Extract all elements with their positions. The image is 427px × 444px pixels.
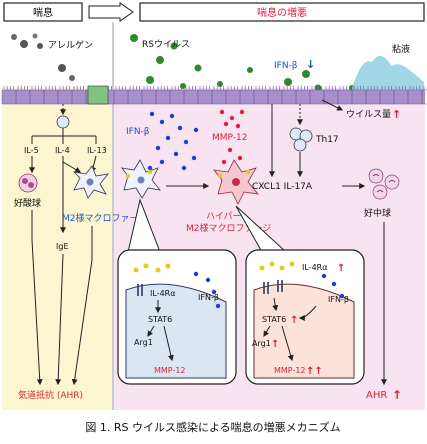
inset-left-ligands [133, 263, 221, 309]
hyper-m2-macrophage-icon [213, 159, 259, 205]
il13-label: IL-13 [87, 146, 107, 155]
mmp12-molecules [219, 109, 245, 165]
hyper-label: ハイパー [206, 211, 242, 222]
inset-right-ifnb: IFN-β [328, 295, 349, 304]
il5-label: IL-5 [24, 146, 39, 155]
mmp12-label: MMP-12 [212, 133, 247, 143]
inset-left-mmp12: MMP-12 [154, 366, 186, 375]
th17-cells-icon [289, 127, 313, 152]
inset-left-receptor-icon [137, 284, 143, 296]
eosinophil-to-ahr-arrow [31, 210, 43, 386]
m2-macrophage-label: M2様マクロファージ [62, 212, 147, 224]
virus-load-label: ウイルス量 [346, 109, 391, 120]
inset-left-ifnb: IFN-β [198, 293, 219, 302]
th2-cell-icon [56, 115, 70, 129]
virus-load-up-arrow: ↑ [392, 108, 401, 121]
rs-virus-label: RSウイルス [142, 39, 190, 50]
inset-left-il4ra: IL-4Rα [150, 289, 175, 298]
header-left-title: 喘息 [33, 6, 53, 19]
inset-left-cell [125, 283, 227, 379]
inset-right-arrow-2 [263, 325, 271, 338]
inset-right-arrow-3 [281, 325, 294, 362]
inset-right-il4ra-up: ↑ [337, 263, 345, 274]
ifn-beta-top-label: IFN-β [274, 61, 298, 71]
neutrophil-label: 好中球 [364, 207, 391, 219]
eosinophil-icon [18, 173, 38, 193]
header-right-title: 喘息の増悪 [257, 6, 307, 19]
header-left-box [3, 2, 83, 22]
macrophage-icon [121, 159, 161, 199]
damaged-epithelial-cell [87, 85, 109, 105]
macrophage-to-ahr-arrow [71, 226, 93, 386]
ige-label: IgE [56, 242, 69, 251]
inset-right-receptor-icons [263, 280, 283, 294]
ifn-beta-molecules [147, 111, 199, 171]
ahr-label: AHR [366, 390, 387, 401]
allergen-label: アレルゲン [48, 39, 93, 51]
epithelium-layer [2, 90, 425, 104]
mucus [352, 55, 424, 90]
ahr-up-arrow: ↑ [392, 388, 402, 402]
inset-right-arg1: Arg1 [252, 339, 271, 348]
ifn-beta-mid-label: IFN-β [126, 127, 150, 137]
inset-right-arg1-up: ↑ [271, 339, 279, 350]
figure-caption: 図 1. RS ウイルス感染による喘息の増悪メカニズム [85, 420, 340, 434]
mucus-label: 粘液 [392, 43, 410, 55]
m2-macrophage-icon [72, 165, 109, 199]
allergen-particles [11, 33, 75, 81]
il4-to-macrophage-arrow [62, 161, 82, 173]
header-arrow [88, 2, 134, 22]
header-right-box [139, 2, 425, 22]
inset-right-ligands [259, 261, 345, 299]
inset-right-arrow-1 [272, 297, 279, 312]
inset-left-arrow-2 [147, 325, 155, 338]
airway-resistance-label: 気道抵抗 (AHR) [18, 389, 83, 401]
inset-right-stat6: STAT6 [262, 315, 286, 324]
inset-right-ifn-arrow [298, 305, 317, 321]
cxcl1-il17a-label: CXCL1 IL-17A [252, 182, 313, 192]
eosinophil-label: 好酸球 [14, 197, 41, 209]
ifn-beta-down-arrow: ↓ [306, 58, 315, 71]
cytokine-branch [31, 128, 97, 144]
inset-right-stat6-up: ↑ [290, 315, 298, 326]
inset-right-il4ra: IL-4Rα [302, 263, 327, 272]
ige-to-ahr-arrow [55, 253, 64, 386]
inset-right-mmp12: MMP-12 [274, 366, 306, 375]
neutrophil-icons [368, 168, 400, 200]
inset-left-arg1: Arg1 [134, 338, 153, 347]
inset-left-stat6: STAT6 [148, 315, 172, 324]
th17-label: Th17 [315, 135, 339, 145]
il4-label: IL-4 [55, 146, 70, 155]
virus-load-arrow [321, 99, 344, 111]
inset-left-arrow-3 [163, 325, 174, 362]
inset-right-mmp12-up: ↑↑ [306, 366, 323, 377]
